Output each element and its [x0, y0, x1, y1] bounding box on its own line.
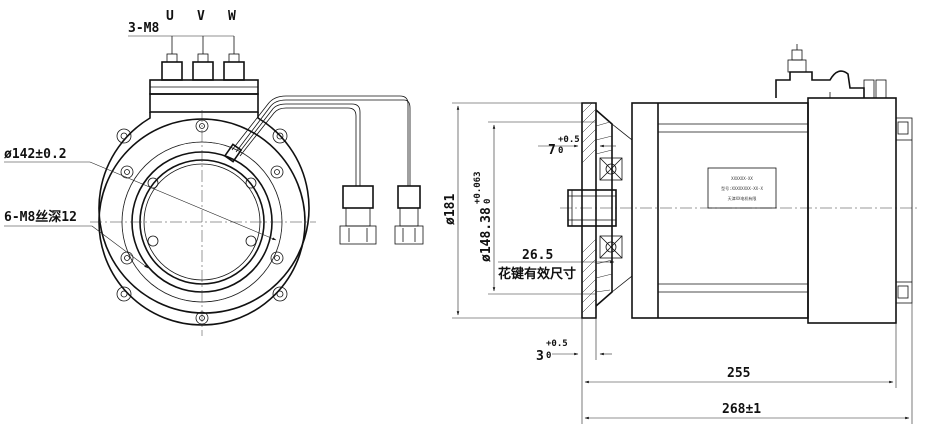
spline-length-label: 26.5 — [522, 248, 553, 263]
phase-label-v: V — [197, 9, 205, 24]
tapped-holes-label: 6-M8丝深12 — [4, 209, 77, 225]
pilot-tol-lower: 0 — [483, 199, 493, 204]
spline-hub — [567, 157, 623, 259]
terminal-callout: 3-M8 U V W — [128, 9, 236, 37]
terminal-post-u — [161, 36, 183, 81]
overall-length-label: 268±1 — [722, 402, 761, 417]
nameplate-line-2: 型号:XXXXXXXX-XX-X — [721, 185, 763, 191]
nameplate: XXXXXX-XX 型号:XXXXXXXX-XX-X 天津XX电机有限 — [707, 167, 777, 209]
terminal-thread-label: 3-M8 — [128, 21, 159, 36]
spline-note-label: 花键有效尺寸 — [498, 266, 576, 282]
nameplate-line-3: 天津XX电机有限 — [728, 195, 757, 201]
front-view: 3-M8 U V W ø142±0.2 6-M8丝深12 — [4, 9, 424, 336]
side-terminal — [775, 44, 887, 99]
front-flange-outline — [98, 112, 310, 314]
flange-corner-holes — [116, 128, 288, 302]
terminal-post-v — [192, 36, 214, 81]
connector-left — [339, 185, 377, 245]
terminal-block — [149, 36, 259, 113]
flange-thickness-tol-upper: +0.5 — [558, 135, 580, 145]
nameplate-line-1: XXXXXX-XX — [731, 176, 753, 181]
connector-right — [394, 185, 424, 245]
phase-label-w: W — [228, 9, 236, 24]
terminal-post-w — [223, 36, 245, 81]
pilot-diameter-label: ø148.38 — [479, 207, 494, 262]
bolt-circle-callout: ø142±0.2 — [4, 147, 277, 241]
pilot-height-tol-lower: 0 — [546, 351, 551, 361]
body-length-label: 255 — [727, 366, 750, 381]
side-dimensions — [452, 102, 913, 424]
tapped-holes — [120, 119, 284, 325]
flange-thickness-tol-lower: 0 — [558, 146, 563, 156]
pilot-height-tol-upper: +0.5 — [546, 339, 568, 349]
pilot-diameter-label-group: ø148.38 +0.063 0 — [473, 171, 494, 262]
pilot-height-label-group: 3 +0.5 0 — [536, 339, 568, 364]
side-view: XXXXXX-XX 型号:XXXXXXXX-XX-X 天津XX电机有限 — [443, 44, 918, 424]
tapped-holes-callout: 6-M8丝深12 — [4, 209, 149, 269]
bolt-circle-label: ø142±0.2 — [4, 147, 67, 162]
pilot-height-label: 3 — [536, 349, 544, 364]
pilot-tol-upper: +0.063 — [473, 171, 483, 204]
inner-bolts — [147, 177, 257, 247]
side-flange — [581, 102, 633, 319]
phase-label-u: U — [166, 9, 174, 24]
housing-diameter-label: ø181 — [443, 194, 458, 225]
motor-body: XXXXXX-XX 型号:XXXXXXXX-XX-X 天津XX电机有限 — [631, 97, 913, 324]
flange-thickness-label: 7 — [548, 143, 556, 158]
flange-thickness-label-group: 7 +0.5 0 — [548, 135, 580, 158]
cable-harness — [223, 95, 424, 245]
